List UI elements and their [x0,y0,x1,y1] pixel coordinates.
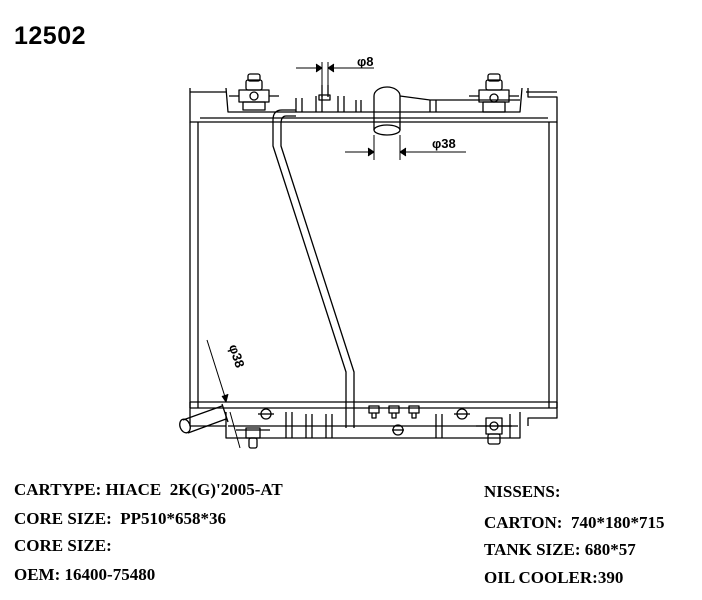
bottom-left-bracket [236,408,274,449]
dim-phi8-label: φ8 [357,54,374,69]
top-left-bracket [229,73,279,111]
dim-bottom-phi38-label: φ38 [226,342,248,369]
oil-cooler-pipe [272,109,355,428]
spec-core-size-2: CORE SIZE: [14,536,112,555]
dimension-bottom-phi38 [206,339,241,449]
dimension-top-phi38 [345,135,466,160]
top-right-bracket [469,73,519,113]
spec-cartype: CARTYPE: HIACE 2K(G)'2005-AT [14,480,283,499]
spec-oil-cooler: OIL COOLER:390 [484,568,624,587]
spec-nissens: NISSENS: [484,482,561,501]
spec-core-size: CORE SIZE: PP510*658*36 [14,509,227,528]
spec-carton: CARTON: 740*180*715 [484,513,665,532]
dim-top-phi38-label: φ38 [432,136,456,151]
radiator-core [189,122,558,408]
bottom-outlet-pipe [179,403,229,434]
dimension-phi8 [296,62,374,86]
part-number: 12502 [14,22,87,50]
top-inlet-pipe [373,86,401,136]
spec-tank-size: TANK SIZE: 680*57 [484,540,636,559]
bottom-right-bracket [454,408,512,445]
spec-oem: OEM: 16400-75480 [14,565,156,584]
